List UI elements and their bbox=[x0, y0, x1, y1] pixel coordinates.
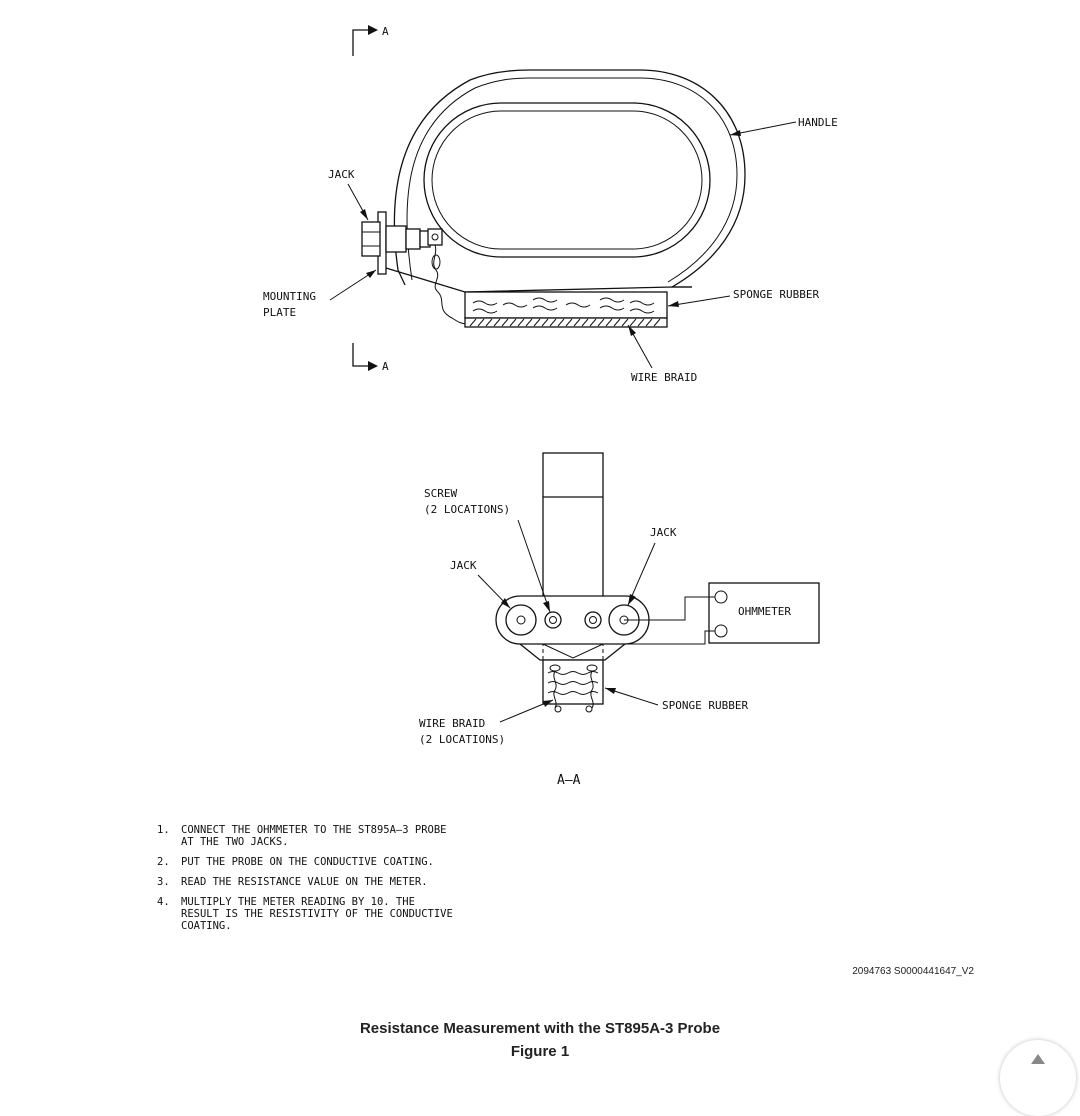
probe-diagram: A A H bbox=[263, 25, 838, 788]
label-mounting-plate-1: MOUNTING bbox=[263, 290, 316, 303]
label-sponge-rubber-top: SPONGE RUBBER bbox=[733, 288, 819, 301]
label-mounting-plate-2: PLATE bbox=[263, 306, 296, 319]
section-marker-bottom: A bbox=[352, 343, 389, 373]
note-item: 3. READ THE RESISTANCE VALUE ON THE METE… bbox=[157, 876, 428, 888]
handle-section bbox=[542, 452, 604, 624]
label-screw-2: (2 LOCATIONS) bbox=[424, 503, 510, 516]
label-jack-top: JACK bbox=[328, 168, 355, 181]
chevron-up-icon bbox=[1031, 1054, 1045, 1064]
diagram-area: A A H bbox=[263, 25, 838, 788]
label-jack-left: JACK bbox=[450, 559, 477, 572]
label-wire-braid-bottom-1: WIRE BRAID bbox=[419, 717, 485, 730]
note-item: 4. MULTIPLY THE METER READING BY 10. THE… bbox=[157, 896, 453, 932]
label-sponge-rubber-bottom: SPONGE RUBBER bbox=[662, 699, 748, 712]
svg-text:A: A bbox=[382, 25, 389, 38]
label-jack-right: JACK bbox=[650, 526, 677, 539]
jack-plate bbox=[495, 595, 650, 645]
wire-chain bbox=[433, 244, 468, 325]
handle-opening-inner bbox=[431, 110, 703, 250]
label-ohmmeter: OHMMETER bbox=[738, 605, 791, 618]
scroll-to-top-button[interactable] bbox=[1000, 1040, 1076, 1116]
reference-code: 2094763 S0000441647_V2 bbox=[852, 966, 974, 977]
instruction-notes: 1. CONNECT THE OHMMETER TO THE ST895A–3 … bbox=[157, 824, 577, 940]
caption-figure: Figure 1 bbox=[510, 1043, 570, 1060]
section-marker-top: A bbox=[352, 25, 389, 56]
label-screw-1: SCREW bbox=[424, 487, 457, 500]
label-handle: HANDLE bbox=[798, 116, 838, 129]
handle-opening-outer bbox=[423, 102, 711, 258]
handle-outer-inner-line bbox=[406, 77, 738, 283]
label-wire-braid-top: WIRE BRAID bbox=[631, 371, 697, 384]
wire-braid-section bbox=[549, 664, 598, 713]
wire-braid-top bbox=[464, 317, 668, 328]
note-item: 1. CONNECT THE OHMMETER TO THE ST895A–3 … bbox=[157, 824, 447, 848]
ohmmeter-box bbox=[708, 582, 820, 644]
sponge-waves bbox=[472, 297, 655, 314]
label-wire-braid-bottom-2: (2 LOCATIONS) bbox=[419, 733, 505, 746]
caption-title: Resistance Measurement with the ST895A-3… bbox=[359, 1020, 721, 1037]
note-item: 2. PUT THE PROBE ON THE CONDUCTIVE COATI… bbox=[157, 856, 434, 868]
jack-top bbox=[361, 221, 443, 257]
handle-outer bbox=[393, 69, 746, 288]
svg-text:A: A bbox=[382, 360, 389, 373]
section-title: A–A bbox=[557, 773, 581, 788]
